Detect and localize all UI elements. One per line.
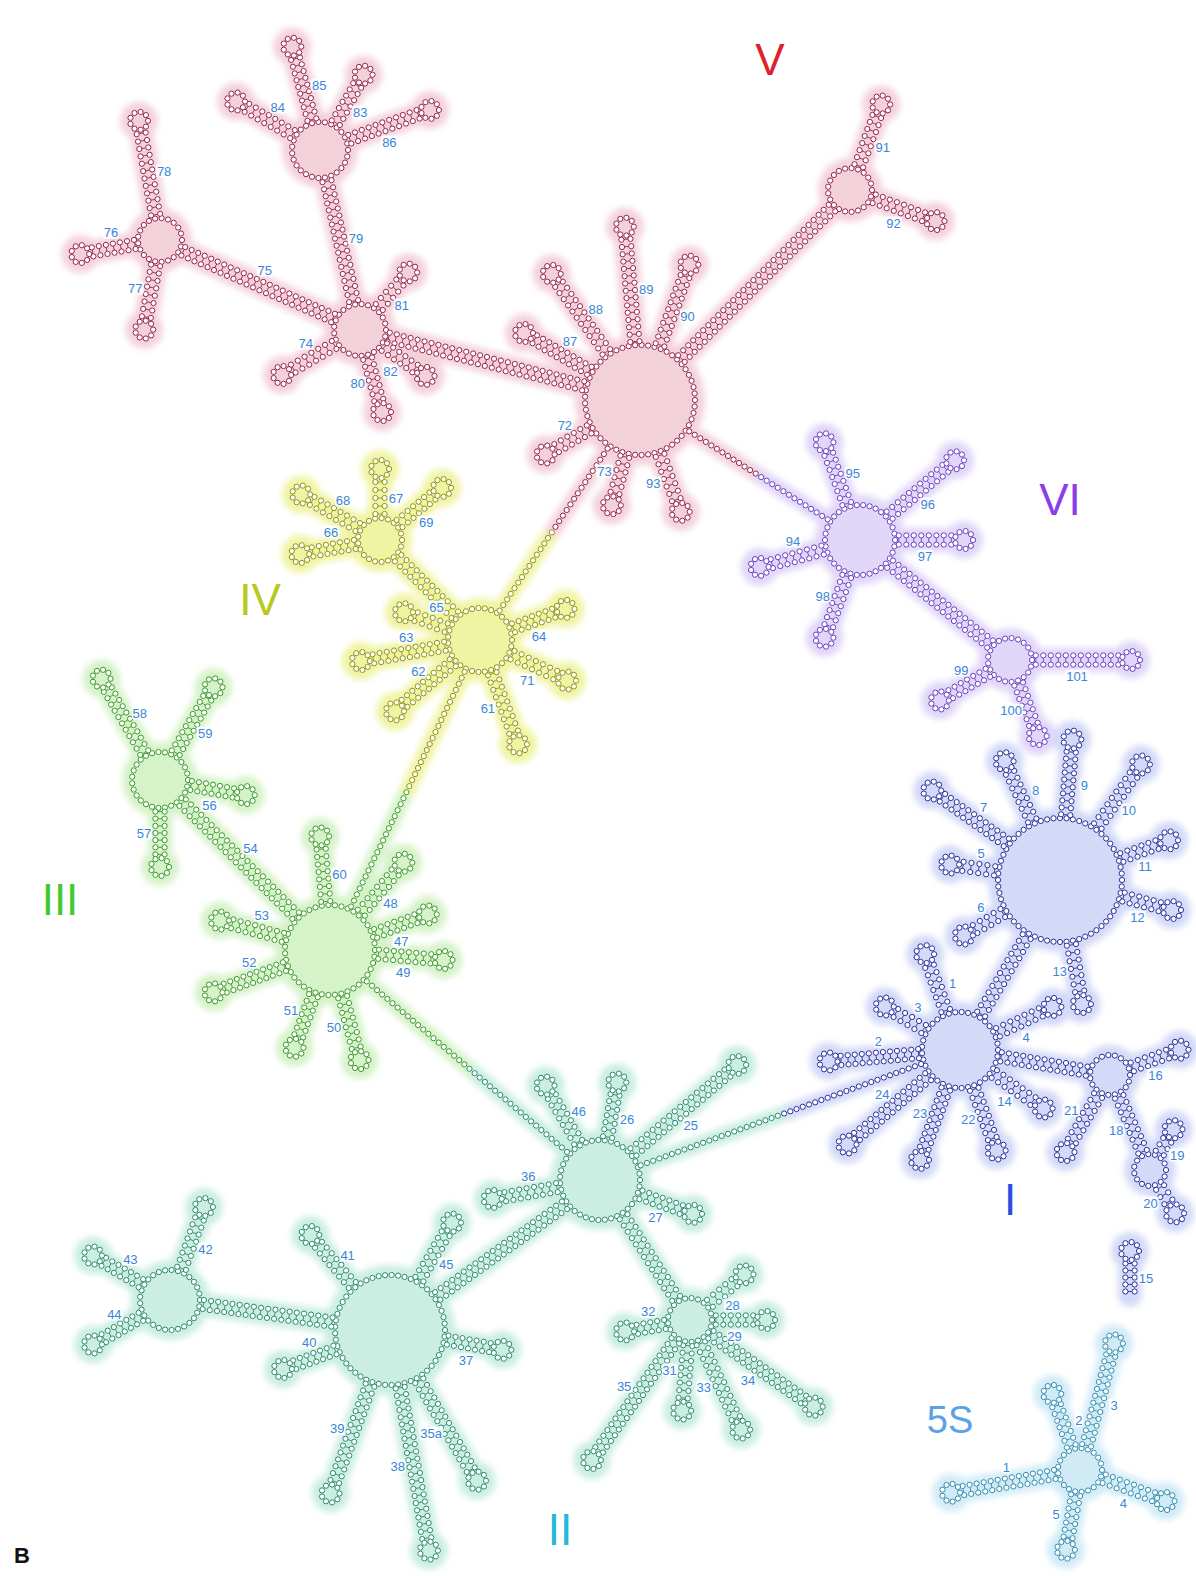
- figure-panel: BIIIIIIIVVVI5S12345678910111213141516181…: [0, 0, 1196, 1576]
